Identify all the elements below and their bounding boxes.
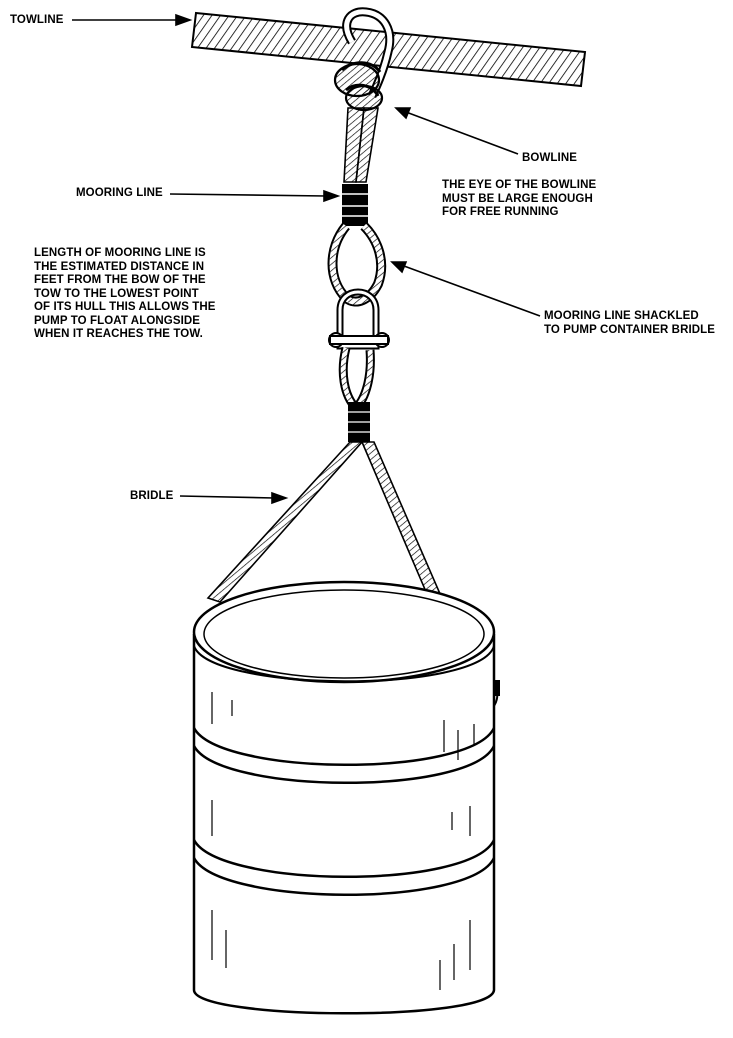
bowline-note-line: MUST BE LARGE ENOUGH <box>442 192 593 205</box>
shackle-note-line: MOORING LINE SHACKLED <box>544 310 699 322</box>
bowline-note-line: THE EYE OF THE BOWLINE <box>442 179 597 191</box>
mooring-line-label: MOORING LINE <box>76 187 163 199</box>
length-note-line: THE ESTIMATED DISTANCE IN <box>34 260 205 273</box>
shackle <box>328 288 390 350</box>
bridle-label: BRIDLE <box>130 490 174 502</box>
length-note-line: FEET FROM THE BOW OF THE <box>34 274 206 286</box>
length-note: LENGTH OF MOORING LINE IS THE ESTIMATED … <box>34 247 216 342</box>
length-note-line: OF ITS HULL THIS ALLOWS THE <box>34 301 216 313</box>
leader-arrows <box>72 13 541 505</box>
shackle-note: MOORING LINE SHACKLED TO PUMP CONTAINER … <box>544 310 715 337</box>
towline-arrow <box>72 13 193 27</box>
bowline-arrow <box>394 107 519 155</box>
mooring-line-arrow <box>169 189 341 203</box>
length-note-line: PUMP TO FLOAT ALONGSIDE <box>34 314 201 327</box>
towline-label: TOWLINE <box>10 14 64 26</box>
bowline-label: BOWLINE <box>522 152 577 164</box>
bridle-arrow <box>179 491 289 505</box>
length-note-line: WHEN IT REACHES THE TOW. <box>34 328 203 340</box>
length-note-line: LENGTH OF MOORING LINE IS <box>34 247 206 259</box>
bowline-note: THE EYE OF THE BOWLINE MUST BE LARGE ENO… <box>442 179 596 220</box>
shackle-note-line: TO PUMP CONTAINER BRIDLE <box>544 323 716 336</box>
bridle-eye <box>338 346 375 442</box>
mooring-line <box>327 107 387 307</box>
length-note-line: TOW TO THE LOWEST POINT <box>34 287 199 300</box>
pump-container-drum <box>192 580 496 1015</box>
shackle-arrow <box>390 261 541 317</box>
bowline-note-line: FOR FREE RUNNING <box>442 206 559 218</box>
bowline-knot <box>333 7 395 112</box>
